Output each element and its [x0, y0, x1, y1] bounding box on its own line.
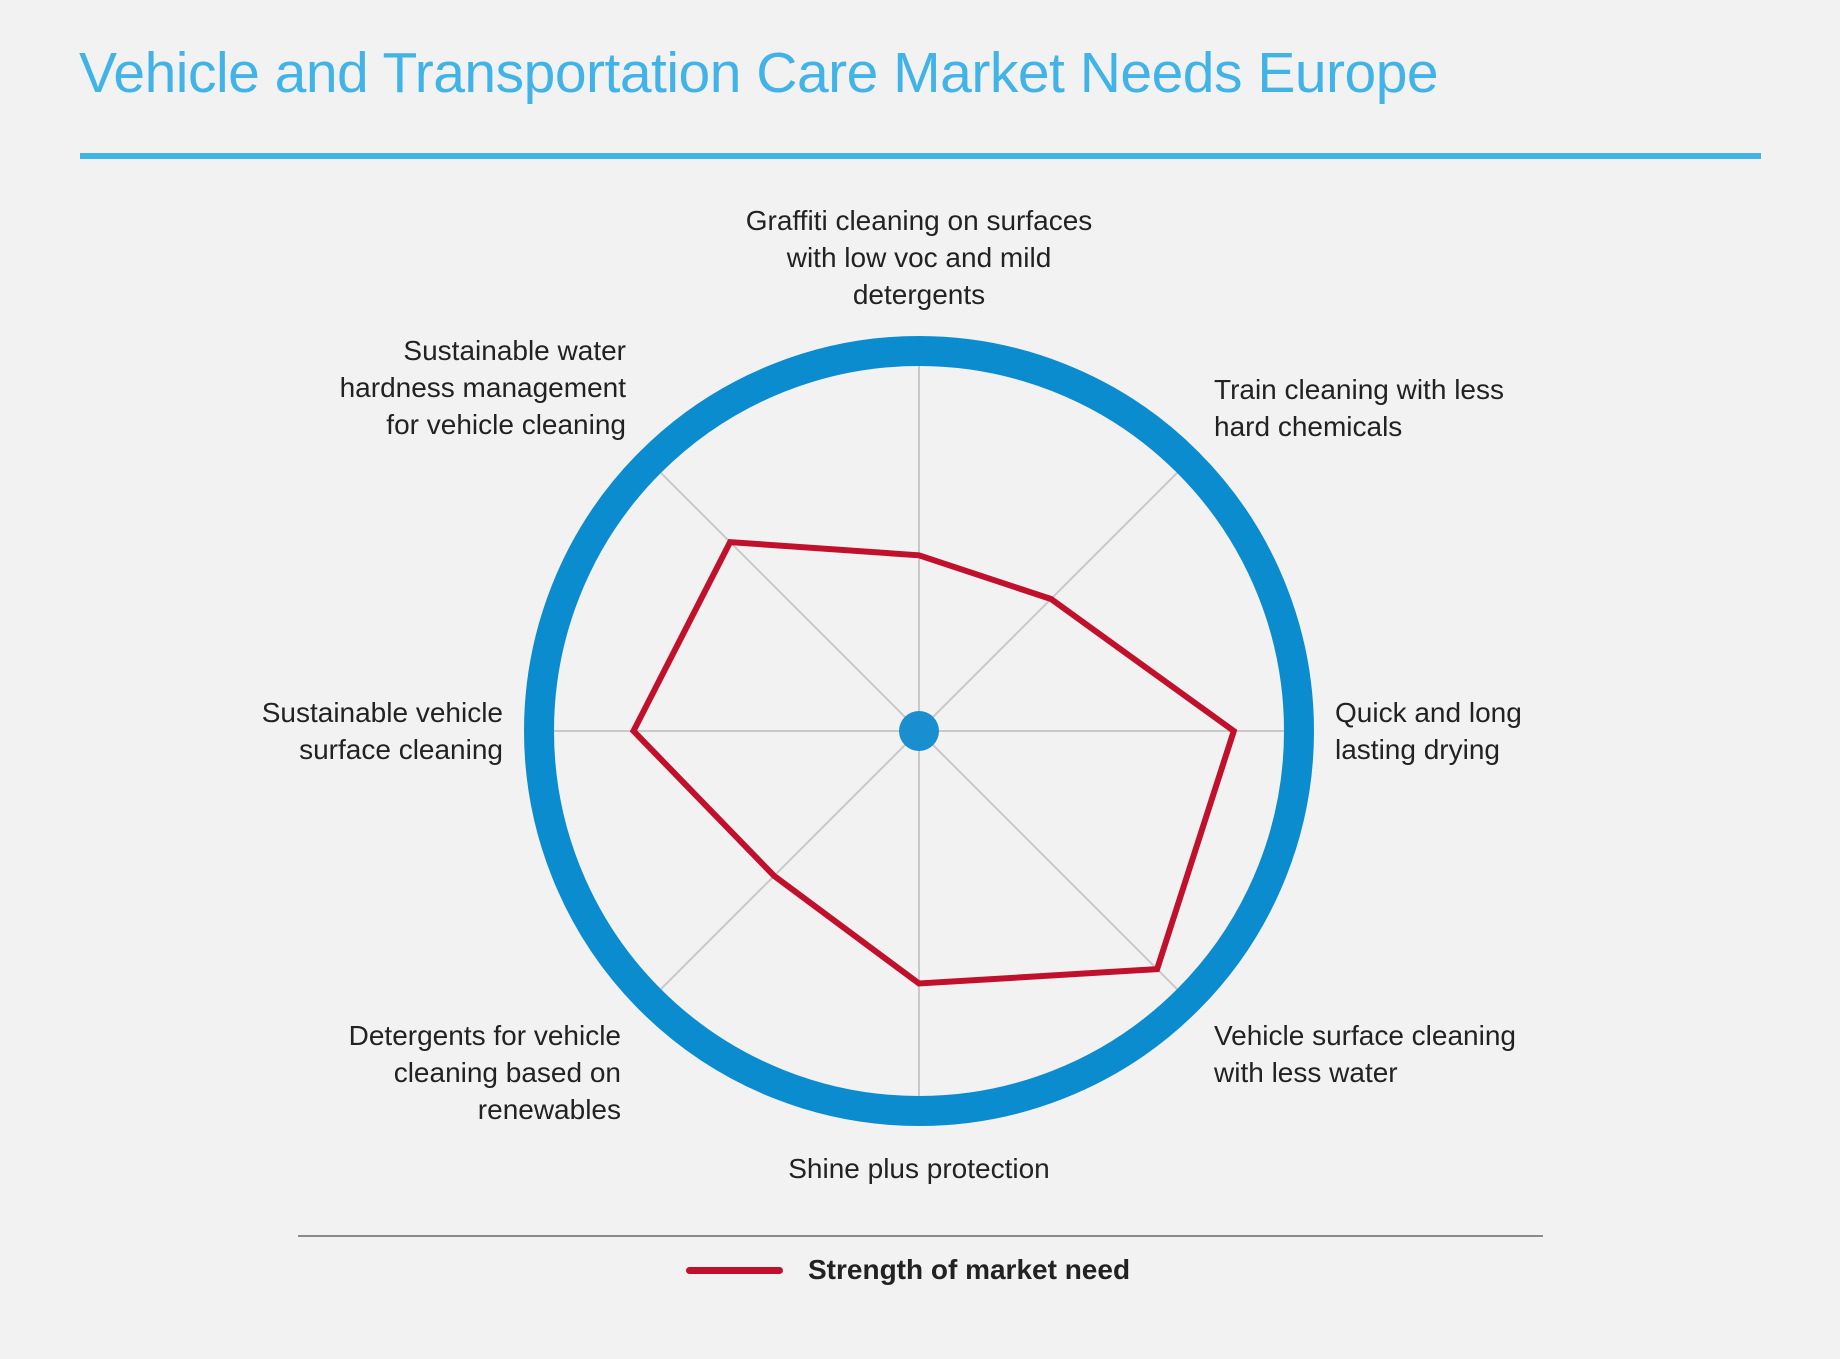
radar-spoke — [918, 730, 1179, 991]
category-labels: Graffiti cleaning on surfaces with low vo… — [262, 205, 1522, 1184]
category-label-line: Vehicle surface cleaning — [1214, 1020, 1516, 1051]
legend-label: Strength of market need — [808, 1254, 1131, 1285]
category-label-line: Shine plus protection — [788, 1153, 1050, 1184]
category-label: Shine plus protection — [788, 1153, 1050, 1184]
category-label-line: hard chemicals — [1214, 411, 1402, 442]
category-label-line: lasting drying — [1335, 734, 1500, 765]
category-label-line: Train cleaning with less — [1214, 374, 1504, 405]
legend-swatch-strength-of-market-need — [686, 1266, 783, 1274]
page-title: Vehicle and Transportation Care Market N… — [79, 41, 1439, 105]
category-label-line: Graffiti cleaning on surfaces — [746, 205, 1093, 236]
category-label-line: Sustainable water — [403, 335, 626, 366]
radar-spoke — [918, 471, 1179, 732]
category-label-line: hardness management — [340, 372, 627, 403]
category-label-line: Sustainable vehicle — [262, 697, 503, 728]
category-label-line: surface cleaning — [299, 734, 503, 765]
category-label-line: Detergents for vehicle — [349, 1020, 621, 1051]
category-label-line: with low voc and mild — [786, 242, 1052, 273]
category-label-line: detergents — [853, 279, 985, 310]
radar-outer-ring — [524, 336, 1314, 1126]
radar-spoke — [659, 730, 920, 991]
category-label: Sustainable vehicle surface cleaning — [262, 697, 503, 765]
category-label: Quick and long lasting drying — [1335, 697, 1522, 765]
category-label-line: renewables — [478, 1094, 621, 1125]
category-label-line: for vehicle cleaning — [386, 409, 626, 440]
category-label: Vehicle surface cleaning with less water — [1213, 1020, 1516, 1088]
radar-center-dot — [899, 711, 939, 751]
category-label: Train cleaning with less hard chemicals — [1214, 374, 1504, 442]
category-label-line: Quick and long — [1335, 697, 1522, 728]
title-rule — [80, 153, 1761, 159]
category-label-line: cleaning based on — [394, 1057, 621, 1088]
category-label-line: with less water — [1213, 1057, 1398, 1088]
legend: Strength of market need — [686, 1250, 1130, 1290]
category-label: Sustainable water hardness management for … — [340, 335, 627, 440]
category-label: Graffiti cleaning on surfaces with low vo… — [746, 205, 1093, 310]
radar-spokes — [553, 365, 1285, 1097]
category-label: Detergents for vehicle cleaning based on r… — [349, 1020, 621, 1125]
radar-spoke — [659, 471, 920, 732]
legend-rule — [298, 1235, 1543, 1237]
series-strength-of-market-need — [629, 538, 1238, 987]
